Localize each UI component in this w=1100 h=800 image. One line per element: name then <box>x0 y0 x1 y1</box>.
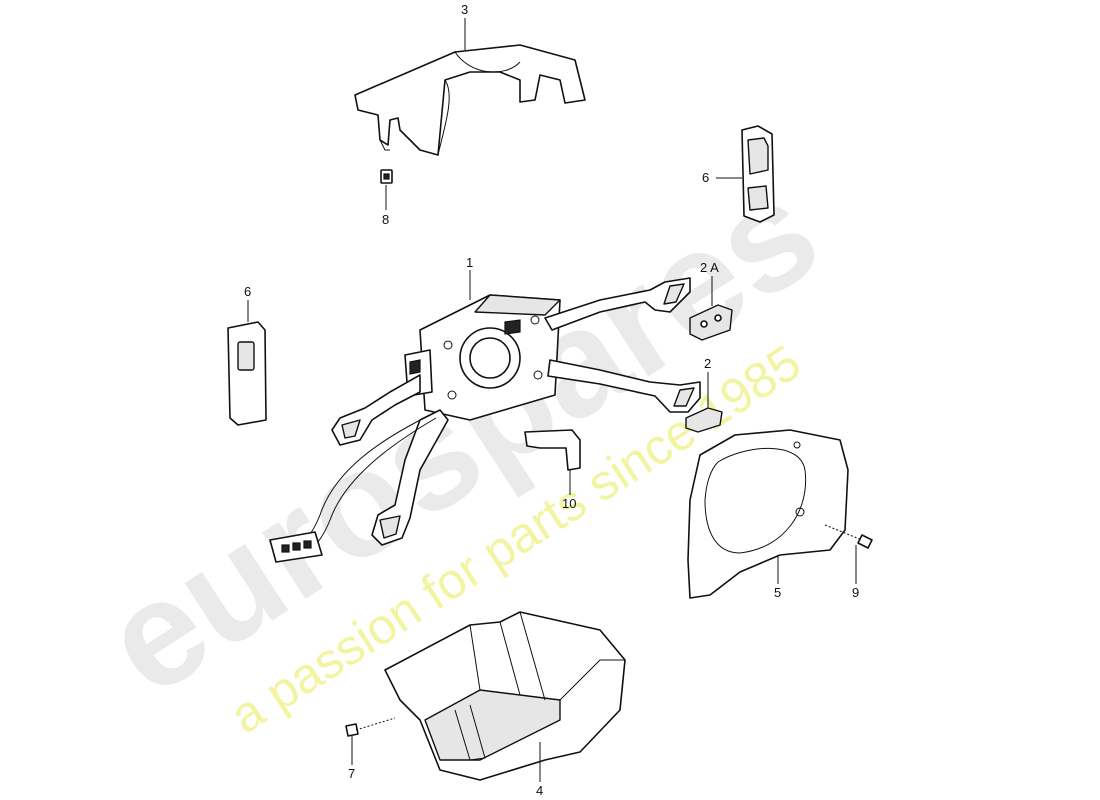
screw-part-7 <box>345 717 396 737</box>
upper-column-cover <box>354 44 586 156</box>
lower-column-cover <box>384 611 626 781</box>
bracket-part-10 <box>524 429 581 471</box>
callout-2a: 2 A <box>700 260 719 275</box>
callout-10: 10 <box>562 496 577 511</box>
callout-6-top: 6 <box>702 170 710 185</box>
callout-4: 4 <box>536 783 544 798</box>
callout-9: 9 <box>852 585 860 600</box>
callout-2: 2 <box>704 356 712 371</box>
callout-3: 3 <box>461 2 469 17</box>
combination-switch <box>269 277 701 563</box>
trim-panel-5 <box>687 429 849 599</box>
screw-part-9 <box>824 524 873 549</box>
clip-part-8 <box>380 169 393 184</box>
callout-8: 8 <box>382 212 390 227</box>
trim-panel-left <box>227 321 267 426</box>
callout-1: 1 <box>466 255 474 270</box>
callout-7: 7 <box>348 766 356 781</box>
switch-cap-2a <box>689 304 733 341</box>
callout-5: 5 <box>774 585 782 600</box>
leader-lines <box>247 18 857 782</box>
callout-6-left: 6 <box>244 284 252 299</box>
trim-bracket-right <box>741 125 775 223</box>
